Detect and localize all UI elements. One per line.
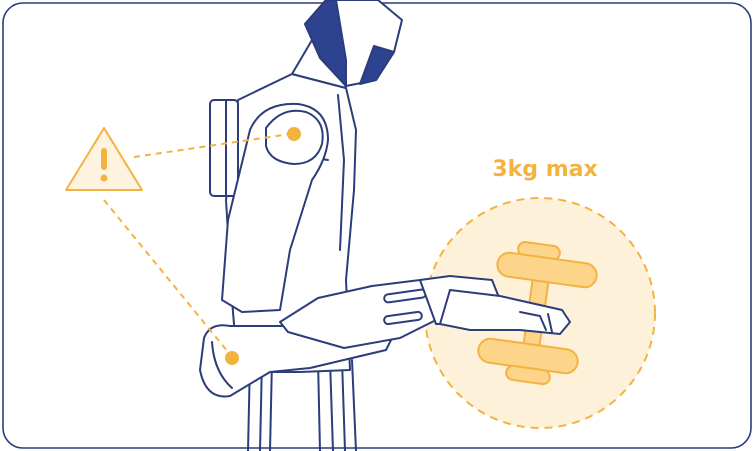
shoulder-joint-marker-icon xyxy=(287,127,301,141)
elbow-joint-marker-icon xyxy=(225,351,239,365)
warning-line-elbow xyxy=(104,200,228,352)
robot-back-plate xyxy=(210,100,238,196)
payload-label: 3kg max xyxy=(492,157,597,182)
warning-triangle-icon xyxy=(66,128,142,190)
